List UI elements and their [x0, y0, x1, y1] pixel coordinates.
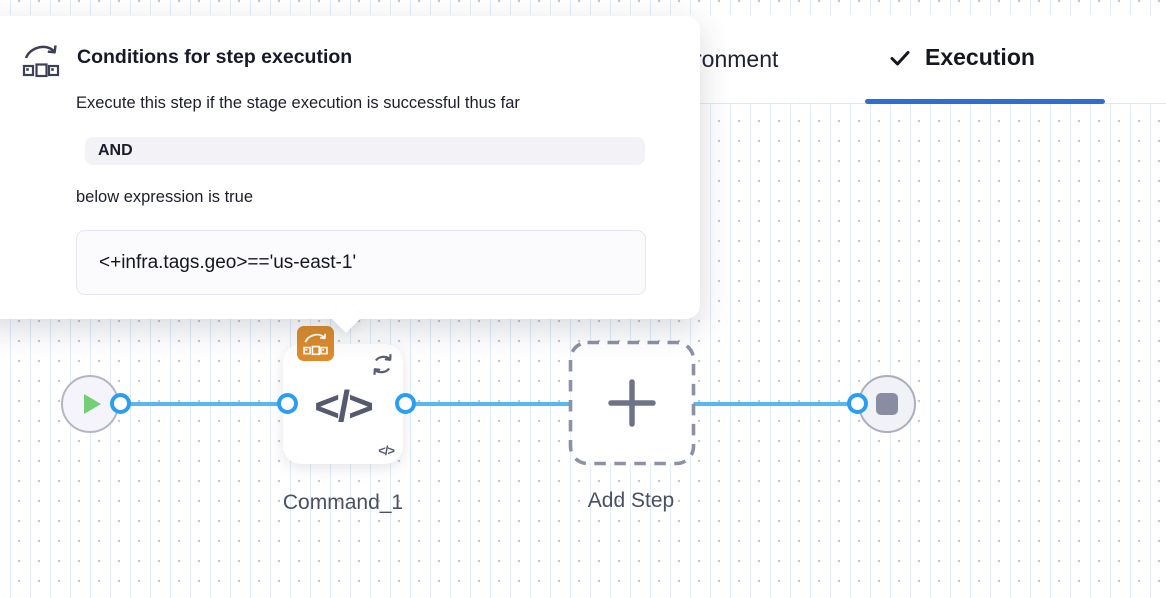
step-label-command: Command_1	[282, 491, 404, 514]
popover-description: Execute this step if the stage execution…	[76, 94, 520, 112]
add-step-label: Add Step	[587, 489, 675, 512]
connector-line	[403, 402, 575, 406]
stop-icon	[876, 393, 898, 415]
plus-icon	[608, 379, 656, 427]
add-step-node[interactable]	[568, 340, 696, 466]
port-step-out[interactable]	[395, 393, 416, 414]
check-icon	[890, 50, 910, 65]
code-icon: </>	[314, 382, 374, 431]
tab-execution-label: Execution	[925, 44, 1035, 70]
port-start-out[interactable]	[110, 393, 131, 414]
port-end-in[interactable]	[847, 393, 868, 414]
conditional-execution-icon	[22, 45, 60, 78]
play-icon	[84, 394, 101, 414]
expression-intro: below expression is true	[76, 188, 254, 206]
popover-title: Conditions for step execution	[77, 46, 353, 68]
step-type-code-icon: </>	[378, 443, 395, 458]
port-step-in[interactable]	[277, 393, 298, 414]
tab-environment[interactable]: ronment	[694, 46, 779, 72]
connector-line	[693, 402, 858, 406]
conditional-execution-badge[interactable]	[297, 326, 334, 361]
tab-execution[interactable]: Execution	[888, 44, 1035, 71]
operator-badge: AND	[85, 137, 645, 165]
connector-line	[120, 402, 290, 406]
expression-value: <+infra.tags.geo>=='us-east-1'	[76, 230, 646, 295]
step-node-command[interactable]: </> </>	[283, 344, 403, 464]
looping-strategy-icon[interactable]	[369, 351, 396, 378]
conditional-execution-icon	[303, 333, 328, 356]
conditions-popover: Conditions for step execution Execute th…	[0, 16, 700, 333]
active-tab-underline	[865, 99, 1105, 104]
